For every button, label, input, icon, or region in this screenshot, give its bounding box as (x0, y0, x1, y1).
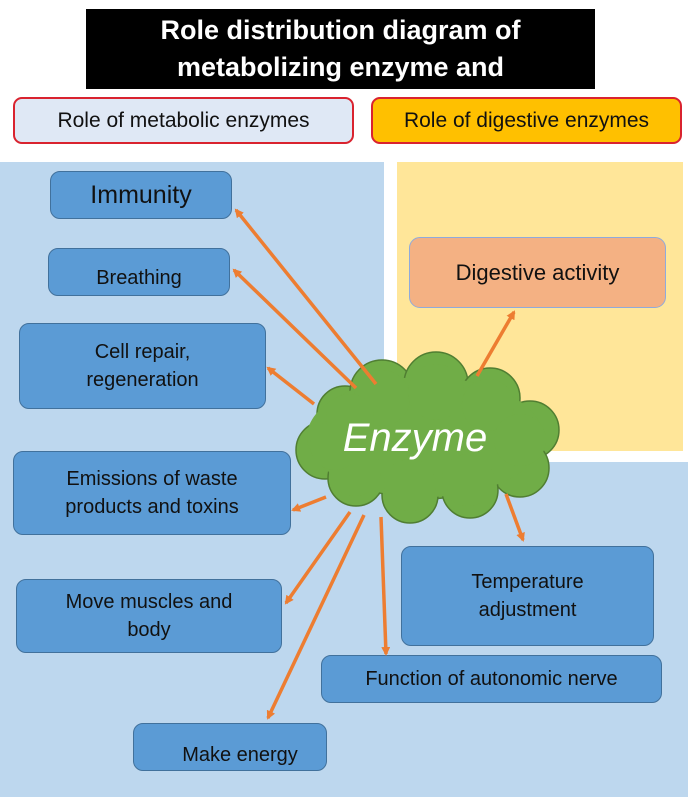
arrow-to-immunity (234, 208, 378, 386)
diagram-title: Role distribution diagram of metabolizin… (86, 9, 595, 89)
role-breathing: Breathing (48, 248, 230, 296)
arrows (232, 208, 525, 720)
arrow-to-digestive-activity (475, 310, 516, 377)
role-immunity: Immunity (50, 171, 232, 219)
title-line-2: metabolizing enzyme and (176, 52, 505, 82)
role-digestive-activity: Digestive activity (409, 237, 666, 308)
title-line-1: Role distribution diagram of (160, 15, 521, 45)
role-cell-repair: Cell repair, regeneration (19, 323, 266, 409)
role-emissions: Emissions of waste products and toxins (13, 451, 291, 535)
role-temperature: Temperature adjustment (401, 546, 654, 646)
role-autonomic-nerve: Function of autonomic nerve (321, 655, 662, 703)
enzyme-cloud (295, 351, 560, 524)
legend-digestive: Role of digestive enzymes (371, 97, 682, 144)
legend-metabolic: Role of metabolic enzymes (13, 97, 354, 144)
arrow-to-emissions (291, 495, 327, 512)
arrow-to-autonomic-nerve (379, 516, 391, 656)
enzyme-label: Enzyme (342, 416, 488, 460)
arrow-to-move-muscles (284, 510, 352, 605)
role-move-muscles: Move muscles and body (16, 579, 282, 653)
role-make-energy: Make energy (133, 723, 327, 771)
arrow-to-temperature (504, 493, 525, 542)
arrow-to-cell-repair (266, 366, 316, 406)
arrow-to-make-energy (266, 514, 366, 720)
arrow-to-breathing (232, 268, 358, 390)
